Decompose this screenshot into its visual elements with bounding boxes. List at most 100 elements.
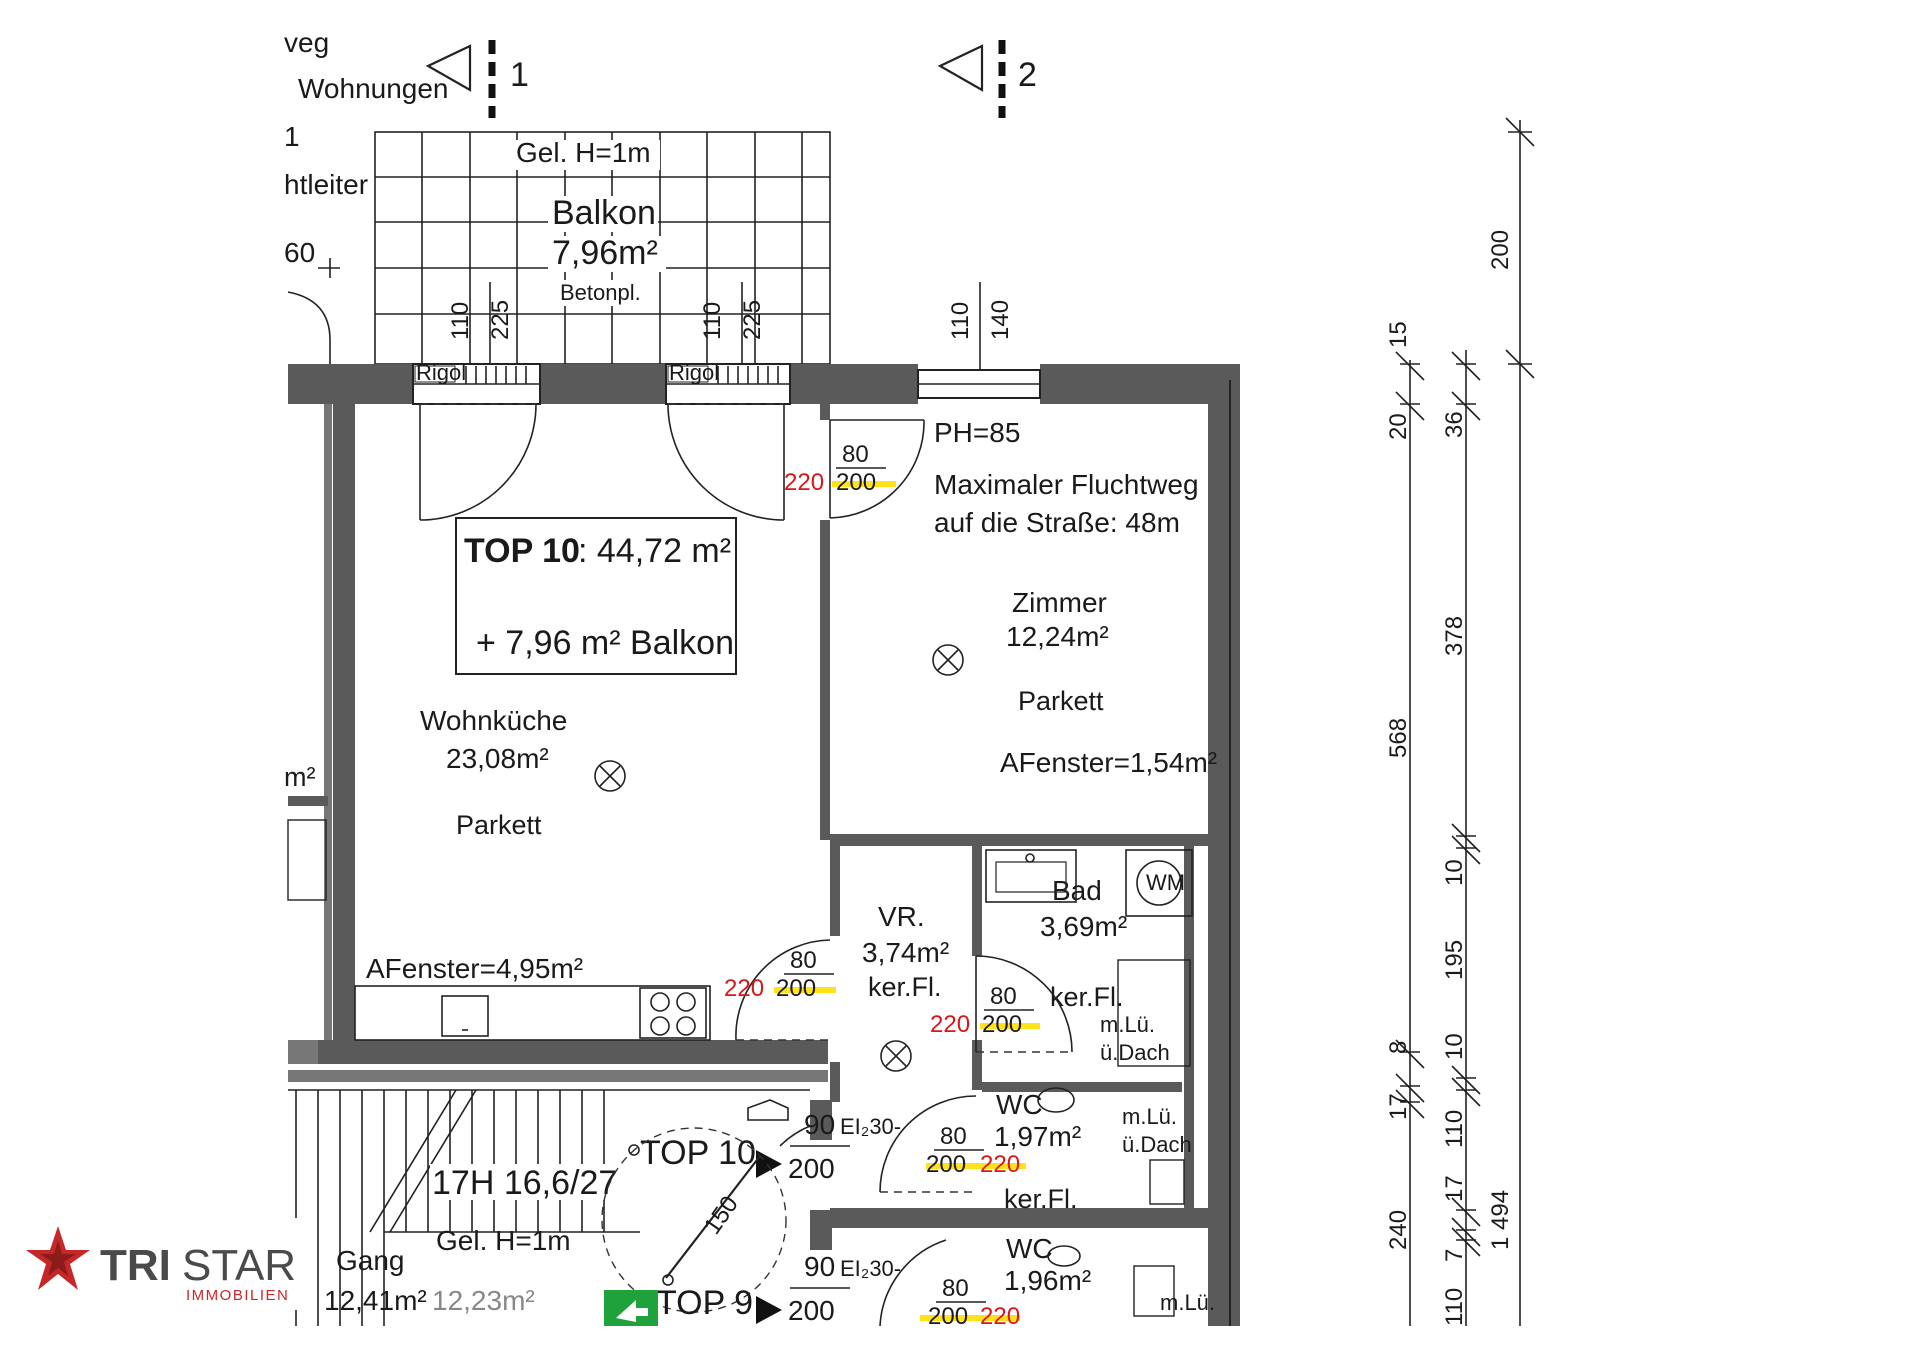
brand-name-light: STAR (182, 1241, 296, 1290)
staircase (288, 1089, 810, 1326)
dim-inner-36: 36 (1441, 411, 1468, 438)
dim-inner-195: 195 (1441, 940, 1468, 980)
fragment-wohnungen: Wohnungen (298, 73, 449, 104)
gang-railing: Gel. H=1m (436, 1225, 571, 1256)
dim-mid-8: 8 (1385, 1041, 1412, 1054)
door-swing-zimmer (829, 419, 925, 519)
room-bad-vent1: m.Lü. (1100, 1012, 1155, 1037)
svg-text:1: 1 (510, 56, 529, 94)
door-wc2-height: 200 (928, 1303, 968, 1330)
door-wc1-width: 80 (940, 1123, 967, 1150)
window-dims-2: 110 225 (699, 282, 766, 372)
door-kueche-height: 200 (776, 975, 816, 1002)
unit-area: : 44,72 m² (578, 532, 731, 570)
unit-extra: + 7,96 m² Balkon (476, 624, 734, 662)
dim-inner-10b: 10 (1441, 1033, 1468, 1060)
entry-top10-rating: EI₂30- (840, 1114, 901, 1139)
svg-text:2: 2 (1018, 56, 1037, 94)
dim-mid-240: 240 (1385, 1210, 1412, 1250)
door-zimmer-wall: 220 (784, 469, 824, 496)
unit-name: TOP 10 (464, 532, 580, 570)
window-dims-1: 110 225 (447, 282, 514, 372)
room-bad-floor: ker.Fl. (1050, 982, 1124, 1012)
room-zimmer-escape1: Maximaler Fluchtweg (934, 469, 1199, 500)
door-swing-balcony-2 (667, 403, 785, 521)
balcony-railing: Gel. H=1m (516, 137, 651, 168)
room-wohnkueche-floor: Parkett (456, 810, 542, 840)
brand-tagline: IMMOBILIEN (186, 1287, 289, 1304)
room-gang-area: 12,41m² (324, 1285, 427, 1316)
ceiling-light-icon (932, 644, 964, 676)
fragment-sixty: 60 (284, 237, 315, 268)
door-kueche-width: 80 (790, 947, 817, 974)
dim-mid-20: 20 (1385, 413, 1412, 440)
svg-text:110: 110 (699, 302, 726, 340)
section-marker-1: 1 (425, 40, 529, 118)
svg-text:225: 225 (487, 300, 514, 340)
entry-door-top10 (756, 1125, 811, 1178)
walls (288, 364, 1240, 1326)
room-wc2-area: 1,96m² (1004, 1265, 1091, 1296)
brand-name-bold: TRI (100, 1241, 171, 1290)
door-swing-kueche (735, 939, 831, 1041)
dim-mid-568: 568 (1385, 718, 1412, 758)
room-wohnkueche-window: AFenster=4,95m² (366, 953, 583, 984)
fragment-one: 1 (284, 121, 300, 152)
room-vr-name: VR. (878, 901, 925, 932)
door-wc2-width: 80 (942, 1275, 969, 1302)
svg-text:225: 225 (739, 300, 766, 340)
stove-icon (639, 987, 707, 1039)
room-vr-floor: ker.Fl. (868, 972, 942, 1002)
brand-logo: TRI STAR IMMOBILIEN (26, 1226, 296, 1304)
washing-machine-icon: WM (1125, 849, 1193, 917)
entry-top9-width: 90 (804, 1251, 835, 1282)
svg-text:Rigol: Rigol (669, 360, 719, 385)
balcony-name: Balkon (552, 194, 656, 232)
room-wc1-name: WC (996, 1089, 1043, 1120)
door-bad-height: 200 (982, 1011, 1022, 1038)
svg-text:WM: WM (1146, 870, 1185, 895)
door-swing-wc1 (879, 1095, 977, 1193)
room-bad-name: Bad (1052, 875, 1102, 906)
room-vr-area: 3,74m² (862, 937, 949, 968)
dimension-chain-inner: 36 378 10 195 10 110 17 7 110 (1441, 350, 1481, 1326)
door-swing-wc2 (879, 1239, 947, 1327)
unit-summary-box: TOP 10 : 44,72 m² + 7,96 m² Balkon (455, 517, 737, 675)
dim-inner-110a: 110 (1441, 1110, 1468, 1148)
ceiling-light-icon (880, 1040, 912, 1072)
fragment-leiter: htleiter (284, 169, 368, 200)
door-wc1-height: 200 (926, 1151, 966, 1178)
door-swing-bad (975, 955, 1073, 1053)
bathtub-icon (985, 849, 1077, 903)
room-zimmer-escape2: auf die Straße: 48m (934, 507, 1180, 538)
neighbour-fragment (287, 796, 328, 1064)
dimension-chain-outer: 200 1 494 (1487, 117, 1535, 1326)
door-zimmer-height: 200 (836, 469, 876, 496)
balcony-grid (374, 131, 831, 365)
room-wc1-area: 1,97m² (994, 1121, 1081, 1152)
balcony-area: 7,96m² (552, 234, 658, 272)
toilet-icon (1047, 1245, 1175, 1317)
room-zimmer-ph: PH=85 (934, 417, 1020, 448)
balcony-material: Betonpl. (560, 280, 641, 305)
door-wc2-wall: 220 (980, 1303, 1020, 1330)
door-swing-balcony-1 (419, 403, 537, 521)
window-dims-3: 110 140 (947, 282, 1014, 392)
entry-top10-width: 90 (804, 1109, 835, 1140)
svg-text:110: 110 (947, 302, 974, 340)
dim-inner-7: 7 (1441, 1249, 1468, 1262)
room-bad-area: 3,69m² (1040, 911, 1127, 942)
room-zimmer-floor: Parkett (1018, 686, 1104, 716)
railing-icon (747, 1099, 789, 1121)
door-kueche-wall: 220 (724, 975, 764, 1002)
door-bad-wall: 220 (930, 1011, 970, 1038)
dim-outer-total: 1 494 (1487, 1190, 1514, 1250)
room-bad-vent2: ü.Dach (1100, 1040, 1170, 1065)
door-wc1-wall: 220 (980, 1151, 1020, 1178)
room-zimmer-name: Zimmer (1012, 587, 1107, 618)
section-marker-2: 2 (937, 40, 1037, 118)
dimension-chain-mid: 15 20 568 17 8 240 (1385, 321, 1425, 1326)
room-wc1-vent1: m.Lü. (1122, 1104, 1177, 1129)
room-zimmer-area: 12,24m² (1006, 621, 1109, 652)
